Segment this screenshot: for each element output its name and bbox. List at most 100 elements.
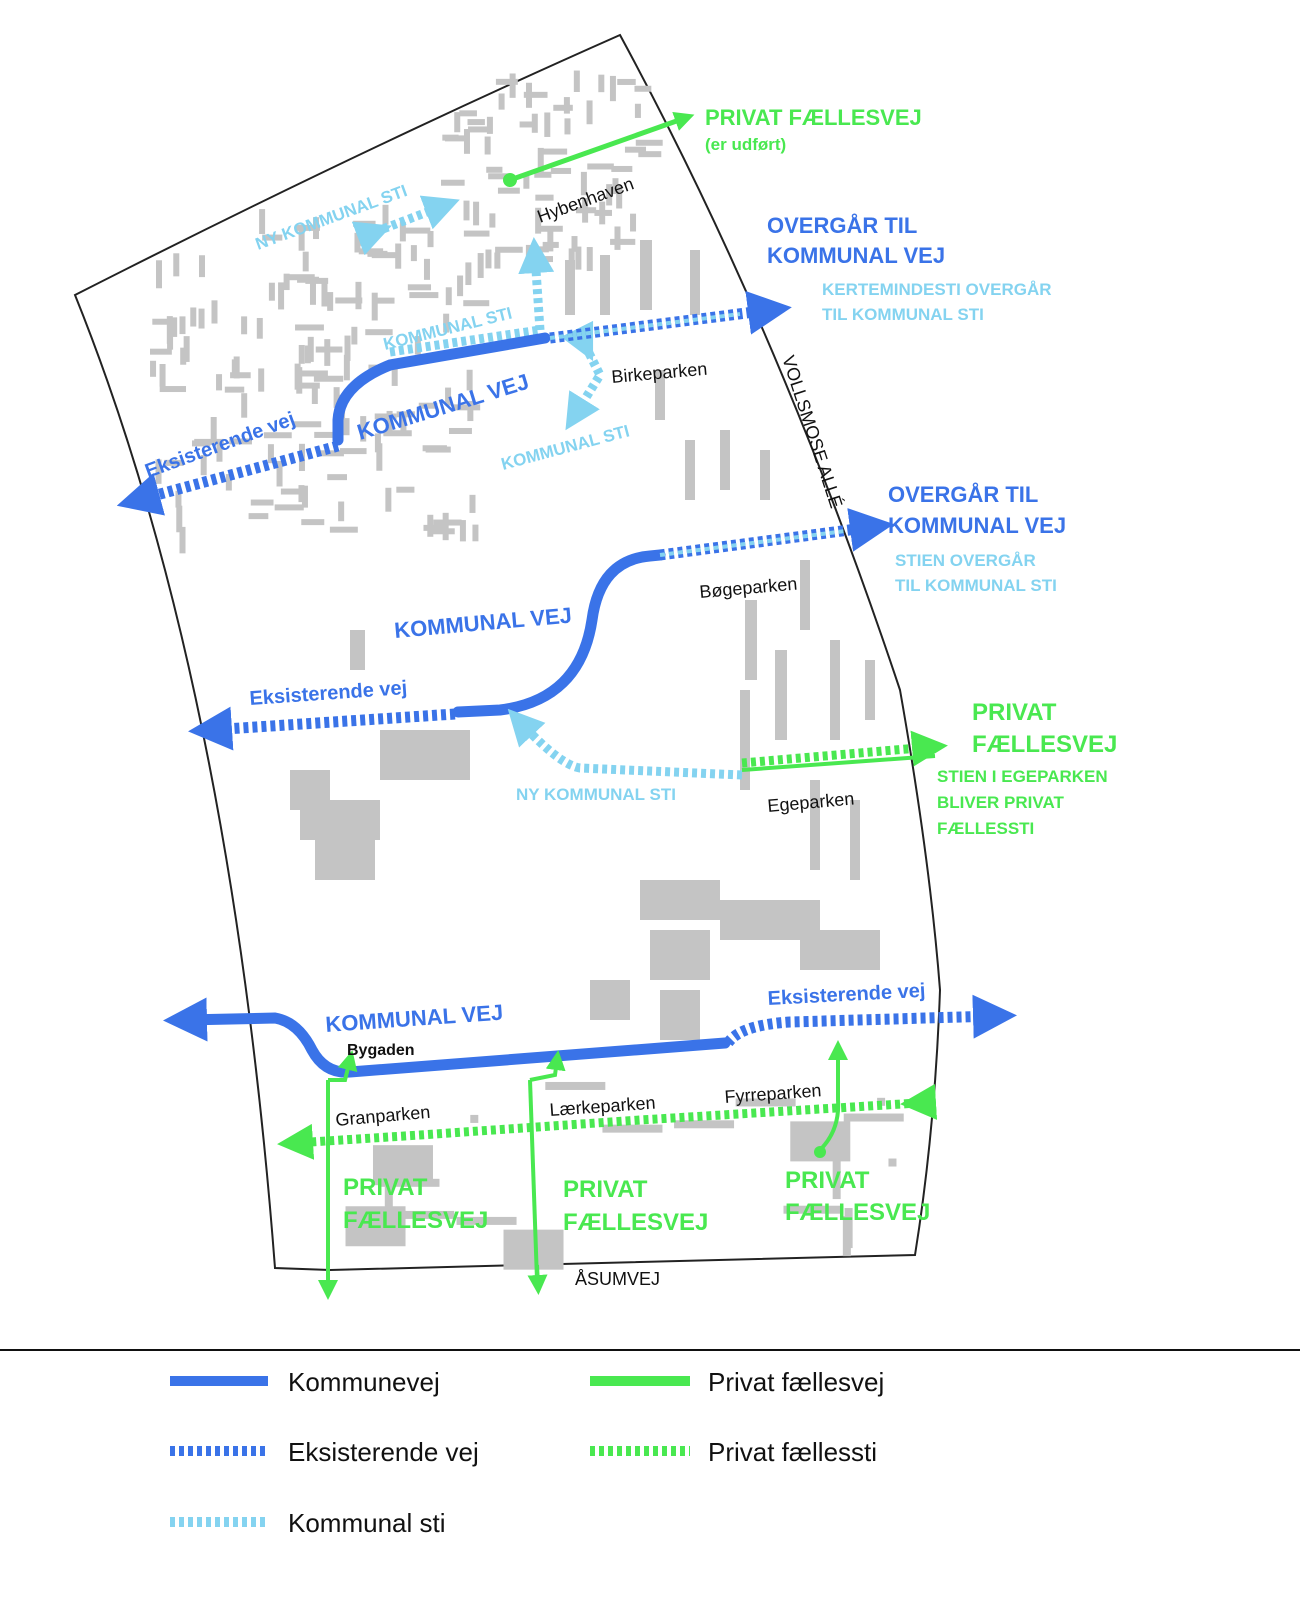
- building: [262, 234, 283, 241]
- building: [590, 980, 630, 1020]
- label-stien-egeparken-a: STIEN I EGEPARKEN: [937, 767, 1108, 786]
- road-end-dot: [503, 173, 517, 187]
- building: [616, 185, 623, 209]
- building: [276, 460, 283, 487]
- building: [800, 560, 810, 630]
- building: [338, 501, 345, 522]
- building: [423, 524, 444, 531]
- label-er-udfort: (er udført): [705, 135, 786, 154]
- building: [537, 147, 544, 174]
- legend-label-eksisterende-vej: Eksisterende vej: [288, 1437, 479, 1467]
- building: [425, 446, 451, 453]
- building: [466, 369, 473, 391]
- building: [278, 282, 285, 310]
- building: [470, 1114, 479, 1123]
- kommunevej-2: [452, 549, 666, 718]
- building: [329, 526, 358, 533]
- building: [477, 253, 484, 278]
- building: [484, 136, 491, 155]
- building: [305, 277, 329, 284]
- building: [775, 650, 787, 740]
- building: [374, 413, 397, 420]
- building: [550, 167, 572, 174]
- building: [294, 363, 301, 390]
- building: [402, 227, 431, 234]
- building: [298, 344, 305, 364]
- building: [407, 284, 432, 291]
- building: [374, 433, 381, 453]
- building: [850, 800, 860, 880]
- area-boundary: [73, 33, 942, 1272]
- building: [380, 730, 470, 780]
- building: [180, 347, 187, 365]
- building: [327, 474, 347, 481]
- building: [844, 1208, 853, 1249]
- building: [610, 238, 636, 245]
- building: [575, 246, 582, 270]
- privat-faellesvej-egeparken: [741, 754, 936, 772]
- building: [442, 134, 459, 141]
- overgaar-vej-2-cyan: [659, 529, 846, 557]
- building: [400, 415, 407, 435]
- building: [211, 300, 218, 324]
- building: [638, 151, 662, 158]
- building: [427, 231, 434, 248]
- kommunal-sti-birkeparken: [560, 320, 606, 431]
- building: [760, 450, 770, 500]
- building: [309, 282, 316, 305]
- building: [159, 363, 166, 387]
- building: [617, 78, 636, 85]
- building: [564, 118, 571, 135]
- building: [485, 249, 492, 269]
- building: [614, 226, 621, 250]
- label-overgaar-2b: KOMMUNAL VEJ: [888, 513, 1066, 538]
- building: [256, 317, 263, 339]
- building: [563, 97, 570, 114]
- building: [456, 1216, 517, 1225]
- legend-label-kommunevej: Kommunevej: [288, 1367, 440, 1397]
- building: [830, 640, 840, 740]
- building: [159, 386, 187, 393]
- building: [179, 526, 186, 554]
- building: [586, 247, 593, 272]
- building: [300, 800, 380, 840]
- building: [301, 519, 325, 526]
- building: [216, 440, 223, 462]
- building: [468, 126, 493, 133]
- building: [210, 416, 217, 442]
- building: [335, 297, 363, 304]
- building: [586, 100, 593, 125]
- building: [463, 300, 490, 307]
- building: [463, 129, 470, 154]
- building: [295, 224, 320, 231]
- building: [190, 307, 197, 327]
- building: [690, 250, 700, 315]
- building: [225, 474, 232, 491]
- kommunal-sti-northwest: [389, 325, 541, 357]
- building: [259, 209, 266, 234]
- building: [155, 260, 162, 289]
- building: [525, 244, 532, 262]
- label-stien-egeparken-c: FÆLLESSTI: [937, 819, 1034, 838]
- label-privat-b2a: PRIVAT: [563, 1176, 648, 1203]
- building: [660, 990, 700, 1040]
- building: [391, 362, 398, 386]
- building: [395, 243, 402, 269]
- building: [396, 486, 415, 493]
- building: [198, 308, 205, 329]
- label-ny-kommunal-sti-mid: NY KOMMUNAL STI: [516, 785, 676, 804]
- building: [832, 1159, 841, 1200]
- building: [365, 329, 393, 336]
- building: [298, 229, 305, 251]
- road-end-dot: [814, 1146, 826, 1158]
- overgaar-vej-1-cyan: [549, 312, 741, 340]
- building: [457, 275, 464, 297]
- building: [386, 410, 393, 432]
- building: [384, 1181, 393, 1222]
- building: [229, 438, 252, 445]
- asumvej-arrow-2: [527, 1264, 548, 1295]
- building: [630, 213, 637, 232]
- building: [745, 600, 757, 680]
- building: [445, 287, 452, 306]
- building: [634, 103, 641, 118]
